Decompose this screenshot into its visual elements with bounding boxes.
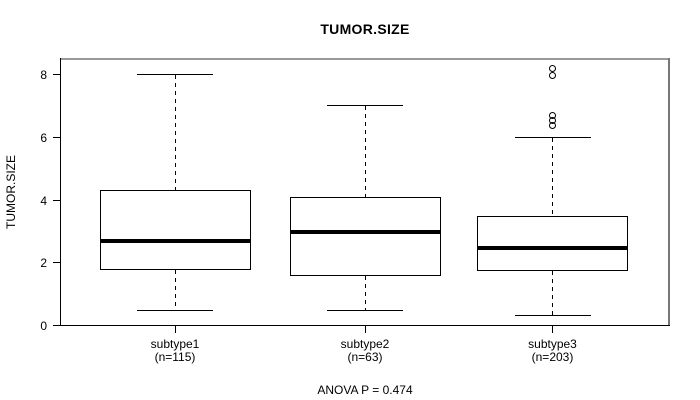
x-tick [552, 326, 553, 333]
plot-frame-top [60, 58, 670, 60]
iqr-box [477, 216, 628, 272]
lower-whisker-line [364, 275, 366, 311]
upper-whisker-cap [327, 105, 403, 107]
lower-whisker-line [174, 269, 176, 311]
group-n-label: (n=63) [347, 350, 383, 364]
y-tick-label: 0 [40, 319, 47, 333]
y-tick [53, 262, 60, 263]
y-tick-label: 4 [40, 194, 47, 208]
iqr-box [289, 197, 441, 276]
group-label: subtype2(n=63) [290, 338, 440, 364]
group-label: subtype1(n=115) [100, 338, 250, 364]
y-tick [53, 325, 60, 326]
y-tick-label: 8 [40, 68, 47, 82]
outlier-point [549, 65, 556, 73]
lower-whisker-cap [137, 310, 213, 312]
y-tick-label: 2 [40, 256, 47, 270]
chart-title: TUMOR.SIZE [320, 21, 410, 37]
group-label: subtype3(n=203) [478, 338, 628, 364]
median-line [99, 239, 251, 244]
x-tick [174, 326, 176, 333]
iqr-box [99, 189, 251, 270]
upper-whisker-cap [137, 74, 213, 75]
plot-frame-right [668, 58, 670, 326]
group-name-label: subtype1 [150, 337, 200, 351]
y-tick [53, 200, 60, 201]
group-name-label: subtype3 [528, 337, 577, 351]
plot-frame-left [60, 58, 61, 326]
group-n-label: (n=115) [154, 350, 196, 364]
upper-whisker-line [174, 75, 176, 190]
lower-whisker-cap [514, 315, 591, 317]
upper-whisker-line [552, 137, 553, 217]
upper-whisker-cap [514, 136, 591, 138]
y-axis-title: TUMOR.SIZE [4, 155, 18, 229]
plot-frame-bottom [60, 325, 670, 326]
y-tick [53, 137, 60, 138]
y-tick-label: 6 [40, 131, 47, 145]
upper-whisker-line [364, 106, 366, 198]
median-line [289, 229, 441, 234]
outlier-point [549, 112, 556, 120]
outlier-point [549, 71, 556, 79]
median-line [477, 245, 628, 250]
group-n-label: (n=203) [531, 350, 574, 364]
y-tick [53, 74, 60, 75]
anova-p-value-text: ANOVA P = 0.474 [317, 383, 413, 397]
lower-whisker-cap [327, 310, 403, 312]
group-name-label: subtype2 [340, 337, 390, 351]
lower-whisker-line [552, 271, 553, 316]
x-tick [364, 326, 366, 333]
